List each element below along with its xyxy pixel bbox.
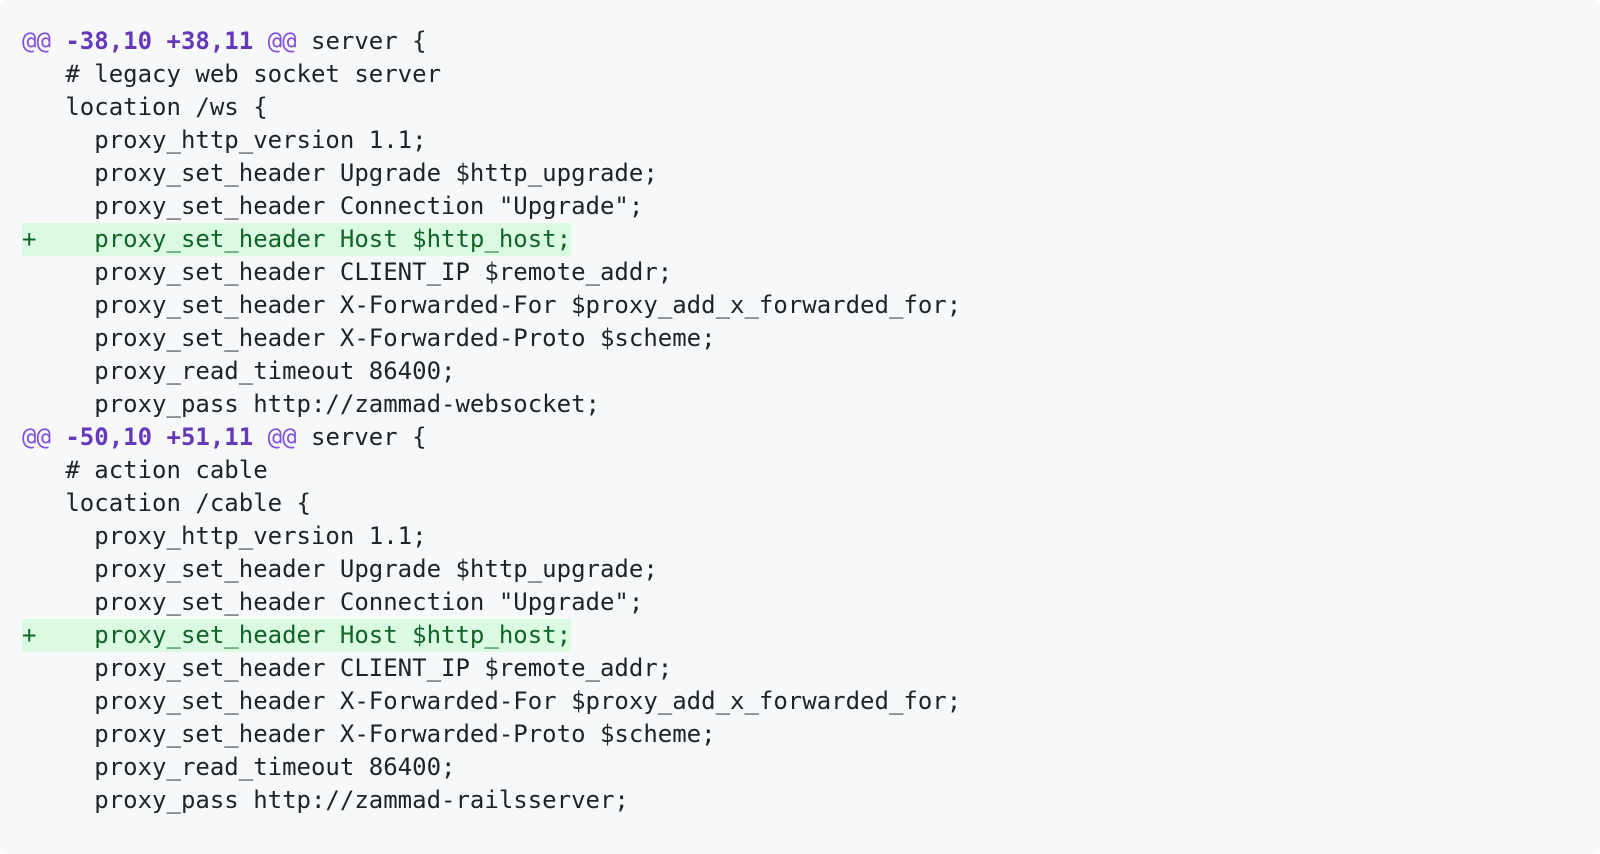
context-line-text: # legacy web socket server: [22, 60, 442, 88]
context-line-text: proxy_set_header Upgrade $http_upgrade;: [22, 555, 658, 583]
context-line-text: proxy_set_header X-Forwarded-For $proxy_…: [22, 687, 962, 715]
diff-line-context: proxy_set_header X-Forwarded-For $proxy_…: [22, 289, 1580, 322]
context-line-text: proxy_read_timeout 86400;: [22, 357, 456, 385]
context-line-text: proxy_set_header Connection "Upgrade";: [22, 192, 644, 220]
diff-line-context: # action cable: [22, 454, 1580, 487]
diff-line-added: + proxy_set_header Host $http_host;: [22, 223, 1580, 256]
context-line-text: location /ws {: [22, 93, 268, 121]
hunk-at-open: @@: [22, 27, 51, 55]
hunk-range: -38,10 +38,11: [65, 27, 254, 55]
hunk-at-close: @@: [267, 27, 297, 55]
context-line-text: proxy_set_header Connection "Upgrade";: [22, 588, 644, 616]
diff-line-context: proxy_http_version 1.1;: [22, 124, 1580, 157]
context-line-text: proxy_pass http://zammad-websocket;: [22, 390, 600, 418]
diff-line-context: proxy_read_timeout 86400;: [22, 751, 1580, 784]
diff-line-context: proxy_set_header Upgrade $http_upgrade;: [22, 553, 1580, 586]
diff-line-context: proxy_http_version 1.1;: [22, 520, 1580, 553]
context-line-text: proxy_read_timeout 86400;: [22, 753, 456, 781]
diff-line-context: proxy_set_header X-Forwarded-Proto $sche…: [22, 718, 1580, 751]
context-line-text: proxy_set_header Upgrade $http_upgrade;: [22, 159, 658, 187]
diff-line-hunk: @@ -38,10 +38,11 @@ server {: [22, 25, 1580, 58]
diff-line-hunk: @@ -50,10 +51,11 @@ server {: [22, 421, 1580, 454]
diff-line-context: proxy_set_header CLIENT_IP $remote_addr;: [22, 652, 1580, 685]
context-line-text: proxy_set_header X-Forwarded-Proto $sche…: [22, 720, 716, 748]
diff-line-context: proxy_set_header X-Forwarded-Proto $sche…: [22, 322, 1580, 355]
diff-line-context: proxy_pass http://zammad-websocket;: [22, 388, 1580, 421]
hunk-range: -50,10 +51,11: [65, 423, 254, 451]
diff-line-context: proxy_set_header Connection "Upgrade";: [22, 586, 1580, 619]
context-line-text: proxy_set_header CLIENT_IP $remote_addr;: [22, 258, 673, 286]
diff-line-context: proxy_set_header X-Forwarded-For $proxy_…: [22, 685, 1580, 718]
context-line-text: proxy_set_header X-Forwarded-For $proxy_…: [22, 291, 962, 319]
diff-line-context: location /ws {: [22, 91, 1580, 124]
context-line-text: location /cable {: [22, 489, 311, 517]
context-line-text: proxy_pass http://zammad-railsserver;: [22, 786, 629, 814]
added-line-text: + proxy_set_header Host $http_host;: [22, 223, 572, 256]
hunk-at-close: @@: [267, 423, 297, 451]
context-line-text: proxy_set_header CLIENT_IP $remote_addr;: [22, 654, 673, 682]
diff-line-context: proxy_pass http://zammad-railsserver;: [22, 784, 1580, 817]
context-line-text: proxy_http_version 1.1;: [22, 126, 427, 154]
diff-line-context: # legacy web socket server: [22, 58, 1580, 91]
diff-line-context: proxy_read_timeout 86400;: [22, 355, 1580, 388]
added-line-text: + proxy_set_header Host $http_host;: [22, 619, 572, 652]
diff-line-context: proxy_set_header Upgrade $http_upgrade;: [22, 157, 1580, 190]
hunk-spacer: [253, 423, 267, 451]
diff-line-context: location /cable {: [22, 487, 1580, 520]
hunk-spacer: [253, 27, 267, 55]
hunk-at-open: @@: [22, 423, 51, 451]
diff-line-added: + proxy_set_header Host $http_host;: [22, 619, 1580, 652]
hunk-spacer: [51, 423, 65, 451]
context-line-text: proxy_set_header X-Forwarded-Proto $sche…: [22, 324, 716, 352]
context-line-text: proxy_http_version 1.1;: [22, 522, 427, 550]
diff-line-context: proxy_set_header CLIENT_IP $remote_addr;: [22, 256, 1580, 289]
hunk-spacer: [51, 27, 65, 55]
hunk-context-text: server {: [296, 423, 427, 451]
hunk-context-text: server {: [296, 27, 427, 55]
context-line-text: # action cable: [22, 456, 268, 484]
diff-line-context: proxy_set_header Connection "Upgrade";: [22, 190, 1580, 223]
